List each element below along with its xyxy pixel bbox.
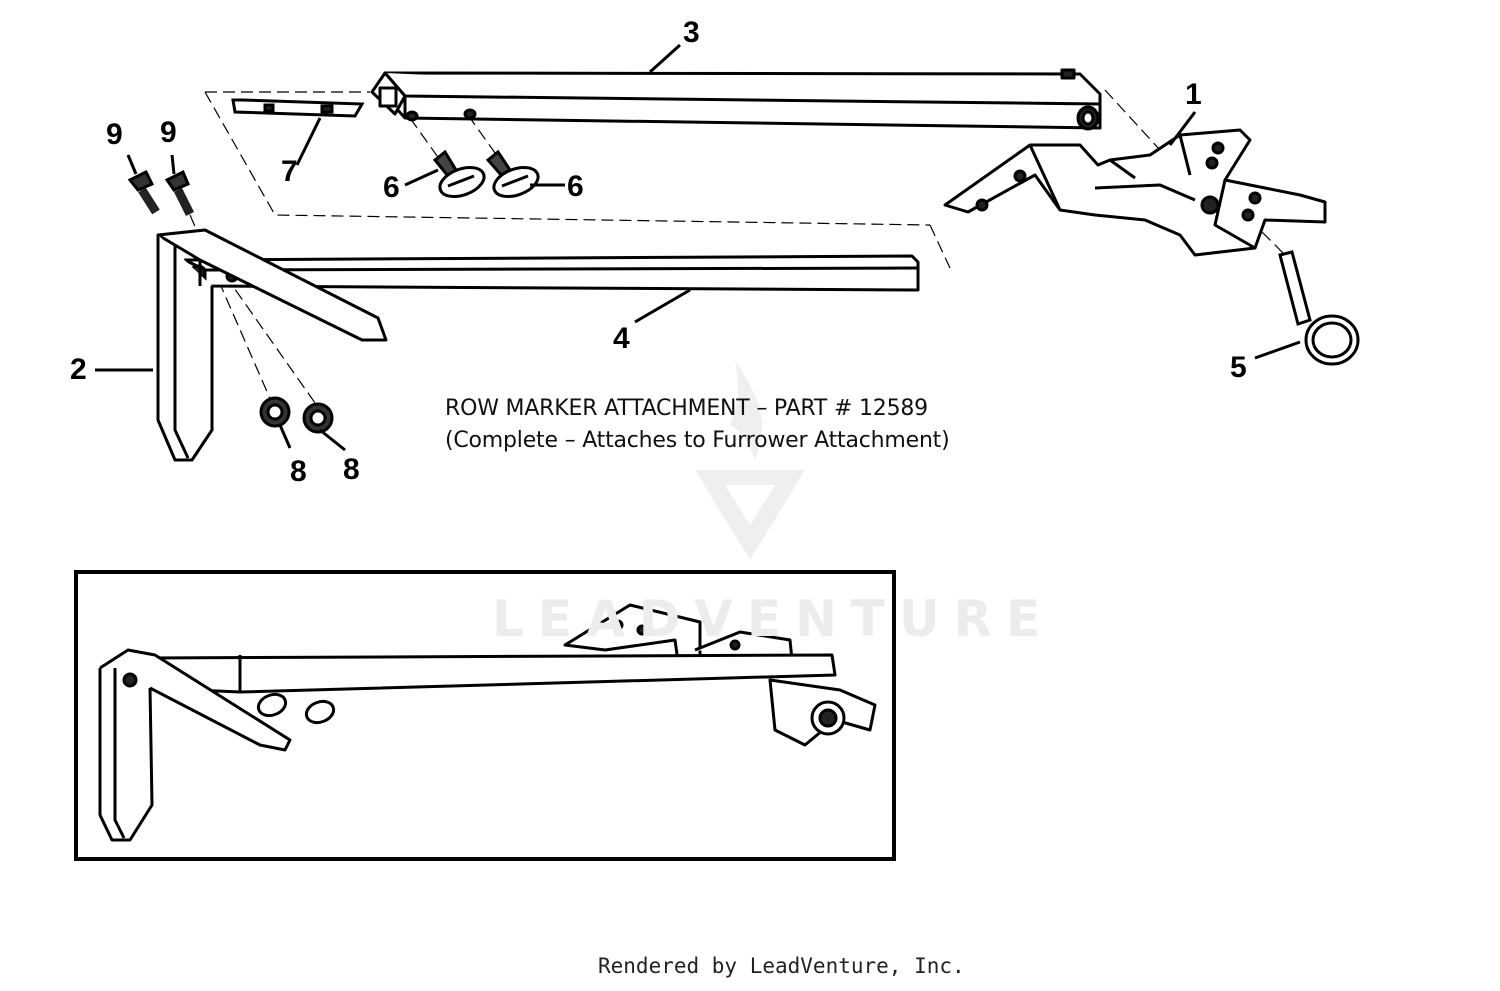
callout-3[interactable]: 3 xyxy=(683,16,700,49)
callout-6a[interactable]: 6 xyxy=(383,171,400,204)
callout-5[interactable]: 5 xyxy=(1230,351,1247,384)
part-6-wing-bolt-a xyxy=(432,149,486,199)
part-6-wing-bolt-b xyxy=(485,149,540,199)
callout-7[interactable]: 7 xyxy=(281,155,298,188)
assembled-view-inset xyxy=(74,570,896,861)
watermark-text: LEADVENTURE xyxy=(492,590,1055,648)
callout-9a[interactable]: 9 xyxy=(106,118,123,151)
part-1-mounting-bracket xyxy=(943,128,1327,257)
leader-lines xyxy=(95,43,1301,452)
callout-6b[interactable]: 6 xyxy=(567,170,584,203)
part-2-marker-blade xyxy=(156,228,388,462)
part-9-bolt-a xyxy=(127,169,160,215)
callout-9b[interactable]: 9 xyxy=(160,116,177,149)
part-5-hitch-pin xyxy=(1278,250,1360,366)
part-3-square-tube xyxy=(370,68,1102,131)
callout-2[interactable]: 2 xyxy=(70,353,87,386)
callout-4[interactable]: 4 xyxy=(613,322,630,355)
part-9-bolt-b xyxy=(164,169,195,217)
callout-8b[interactable]: 8 xyxy=(343,453,360,486)
watermark-logo xyxy=(695,360,805,560)
callout-1[interactable]: 1 xyxy=(1185,78,1202,111)
assembly-lines xyxy=(189,89,1286,411)
part-8-lock-nut-a xyxy=(259,396,291,428)
part-8-lock-nut-b xyxy=(302,402,334,434)
callout-8a[interactable]: 8 xyxy=(290,455,307,488)
caption-title: ROW MARKER ATTACHMENT – PART # 12589 xyxy=(445,396,928,421)
footer-credit: Rendered by LeadVenture, Inc. xyxy=(598,954,965,978)
part-7-slotted-bar xyxy=(231,98,365,118)
caption-subtitle: (Complete – Attaches to Furrower Attachm… xyxy=(445,428,950,453)
